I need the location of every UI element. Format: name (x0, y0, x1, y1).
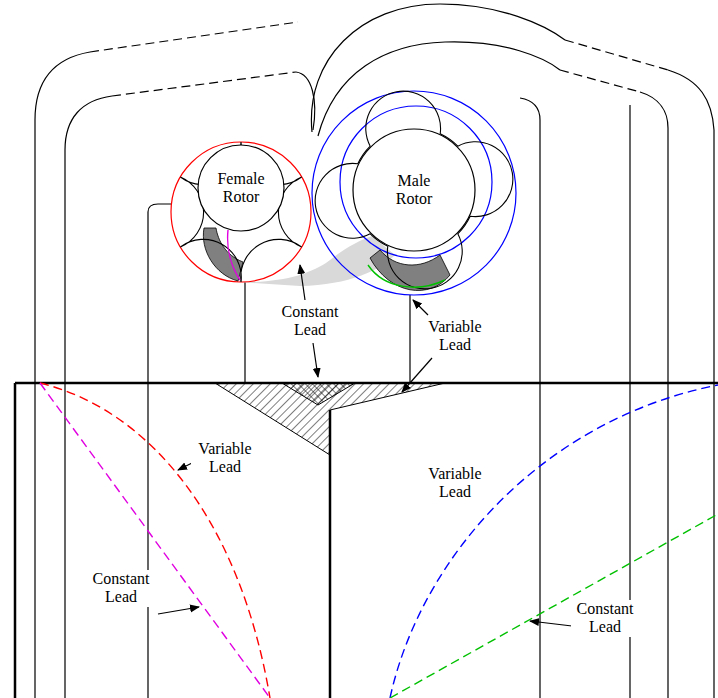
housing-outline (35, 52, 90, 698)
housing-outline (560, 70, 640, 92)
housing-outline (148, 204, 172, 698)
housing-outline (296, 72, 315, 130)
female-contact-line (228, 230, 240, 280)
lead-label: Variable Lead (191, 440, 259, 477)
section-border (329, 410, 332, 698)
housing-outline (520, 98, 540, 698)
section-border (14, 383, 17, 698)
female-rotor-profile (180, 142, 301, 282)
lead-label: Variable Lead (421, 318, 489, 355)
constant-lead-line (390, 514, 718, 698)
rotor-name: Male Rotor (384, 172, 444, 209)
housing-outline (65, 96, 112, 698)
housing-outline (318, 42, 560, 136)
housing-outline (112, 72, 296, 96)
rotor-label-circle: Male Rotor (352, 128, 476, 252)
rotor-root-circle (198, 145, 284, 231)
male-dark-region (370, 250, 450, 290)
leader-arrow (300, 265, 305, 300)
leader-arrow (402, 358, 432, 392)
crosshatched-section (282, 383, 355, 405)
male-pitch-circle (340, 106, 492, 258)
male-contact-line (368, 265, 445, 287)
leader-arrow (530, 621, 572, 626)
lead-label: Constant Lead (276, 303, 344, 340)
variable-lead-curve (390, 385, 718, 698)
leader-arrow (313, 343, 318, 377)
lead-label: Constant Lead (87, 570, 155, 607)
leader-arrow (158, 607, 199, 614)
rotor-label-circle: Female Rotor (197, 144, 285, 232)
female-dark-region (203, 228, 243, 281)
lead-label: Constant Lead (571, 600, 639, 637)
constant-lead-line (40, 383, 270, 698)
lead-label: Variable Lead (421, 465, 489, 502)
housing-outline (640, 92, 668, 698)
leader-arrow (413, 300, 428, 315)
section-border (15, 382, 718, 385)
female-outer-circle (171, 142, 311, 282)
bore-line (244, 282, 245, 383)
housing-outline (90, 22, 298, 52)
bore-line (409, 295, 410, 383)
housing-outline (565, 40, 668, 70)
rotor-root-circle (353, 129, 475, 251)
rotor-name: Female Rotor (206, 170, 276, 207)
male-outer-circle (312, 91, 516, 295)
variable-lead-curve (40, 383, 270, 698)
housing-outline (311, 4, 565, 132)
male-rotor-profile (315, 91, 513, 289)
